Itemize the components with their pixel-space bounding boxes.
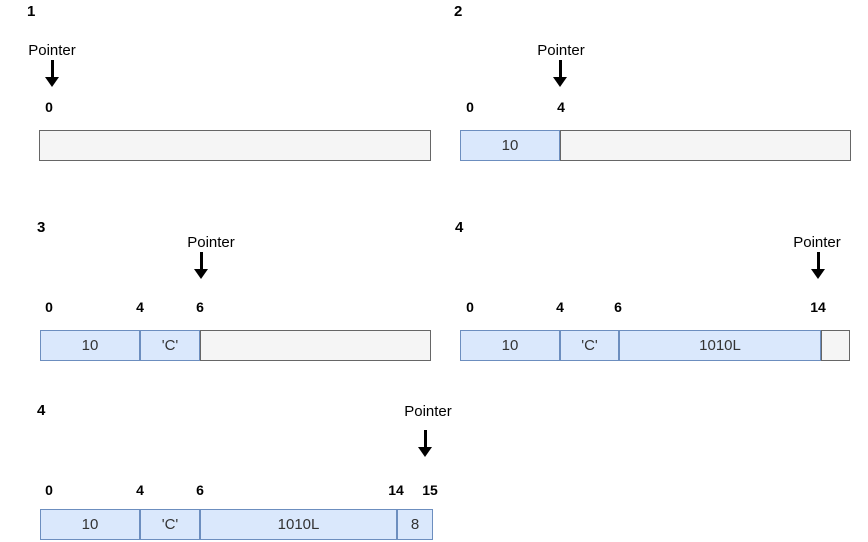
buffer-cell: 'C' bbox=[560, 330, 619, 361]
buffer-cell: 8 bbox=[397, 509, 433, 540]
pointer-label: Pointer bbox=[537, 42, 585, 59]
ruler-tick: 14 bbox=[810, 299, 826, 315]
buffer-cell: 10 bbox=[460, 130, 560, 161]
down-arrow-icon bbox=[811, 252, 825, 279]
buffer-cell bbox=[821, 330, 850, 361]
ruler-tick: 0 bbox=[45, 482, 53, 498]
buffer-cell: 10 bbox=[40, 509, 140, 540]
arrow-shaft bbox=[816, 252, 820, 269]
memory-buffer: 10 'C' 1010L bbox=[460, 330, 850, 361]
step-label: 4 bbox=[37, 402, 46, 419]
arrow-shaft bbox=[558, 60, 562, 77]
pointer-label: Pointer bbox=[28, 42, 76, 59]
buffer-cell: 'C' bbox=[140, 509, 200, 540]
arrow-head bbox=[45, 77, 59, 87]
buffer-cell: 'C' bbox=[140, 330, 200, 361]
pointer-label: Pointer bbox=[793, 234, 841, 251]
ruler-tick: 4 bbox=[557, 99, 565, 115]
step-label: 1 bbox=[27, 3, 36, 20]
arrow-head bbox=[553, 77, 567, 87]
buffer-cell: 1010L bbox=[619, 330, 821, 361]
memory-buffer bbox=[39, 130, 431, 161]
arrow-shaft bbox=[50, 60, 54, 77]
down-arrow-icon bbox=[194, 252, 208, 279]
down-arrow-icon bbox=[553, 60, 567, 87]
arrow-shaft bbox=[423, 430, 427, 447]
step-label: 3 bbox=[37, 219, 46, 236]
ruler-tick: 0 bbox=[45, 299, 53, 315]
buffer-cell bbox=[200, 330, 431, 361]
ruler-tick: 14 bbox=[388, 482, 404, 498]
ruler-tick: 0 bbox=[45, 99, 53, 115]
ruler-tick: 4 bbox=[136, 299, 144, 315]
memory-buffer: 10 bbox=[460, 130, 851, 161]
ruler-tick: 0 bbox=[466, 99, 474, 115]
ruler-tick: 4 bbox=[136, 482, 144, 498]
memory-buffer: 10 'C' bbox=[40, 330, 431, 361]
ruler-tick: 4 bbox=[556, 299, 564, 315]
buffer-cell: 10 bbox=[40, 330, 140, 361]
ruler-tick: 0 bbox=[466, 299, 474, 315]
ruler-tick: 6 bbox=[614, 299, 622, 315]
down-arrow-icon bbox=[45, 60, 59, 87]
ruler-tick: 6 bbox=[196, 482, 204, 498]
pointer-label: Pointer bbox=[187, 234, 235, 251]
memory-buffer: 10 'C' 1010L 8 bbox=[40, 509, 433, 540]
arrow-shaft bbox=[199, 252, 203, 269]
arrow-head bbox=[811, 269, 825, 279]
buffer-cell bbox=[560, 130, 851, 161]
arrow-head bbox=[194, 269, 208, 279]
buffer-cell: 1010L bbox=[200, 509, 397, 540]
buffer-cell: 10 bbox=[460, 330, 560, 361]
pointer-label: Pointer bbox=[404, 403, 452, 420]
buffer-cell bbox=[39, 130, 431, 161]
ruler-tick: 15 bbox=[422, 482, 438, 498]
ruler-tick: 6 bbox=[196, 299, 204, 315]
arrow-head bbox=[418, 447, 432, 457]
down-arrow-icon bbox=[418, 430, 432, 457]
step-label: 4 bbox=[455, 219, 464, 236]
step-label: 2 bbox=[454, 3, 463, 20]
